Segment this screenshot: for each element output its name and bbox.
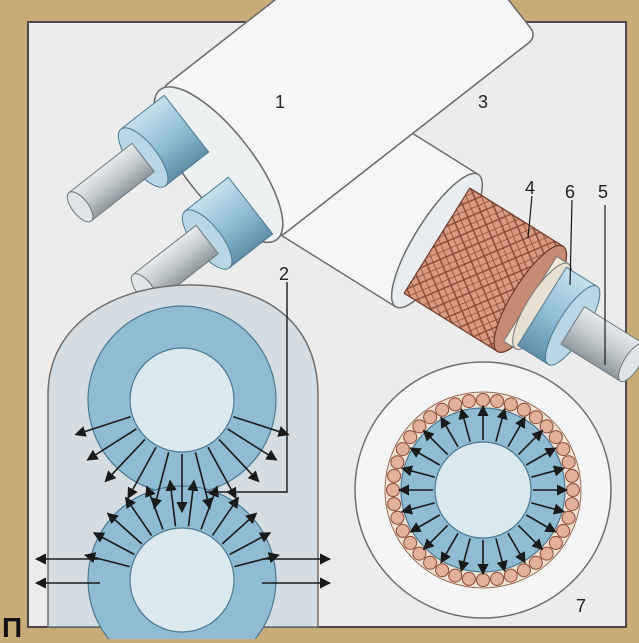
coax-section-conductor [435, 442, 531, 538]
braid-bead [549, 536, 562, 549]
braid-bead [391, 511, 404, 524]
braid-bead [565, 469, 578, 482]
label-6: 6 [565, 182, 575, 202]
braid-bead [404, 536, 417, 549]
braid-bead [562, 456, 575, 469]
section-conductor-lower [130, 528, 234, 632]
braid-bead [404, 431, 417, 444]
braid-bead [387, 484, 400, 497]
braid-bead [565, 498, 578, 511]
braid-bead [424, 411, 437, 424]
braid-bead [396, 524, 409, 537]
braid-bead [557, 524, 570, 537]
braid-bead [436, 403, 449, 416]
braid-bead [529, 556, 542, 569]
label-4: 4 [525, 178, 535, 198]
braid-bead [549, 431, 562, 444]
twin-lead-cross-section [36, 282, 330, 639]
braid-bead [436, 564, 449, 577]
label-7: 7 [576, 596, 586, 616]
corner-mark: П [2, 614, 22, 642]
label-5: 5 [598, 182, 608, 202]
braid-bead [391, 456, 404, 469]
coax-cross-section [355, 362, 611, 618]
braid-bead [462, 395, 475, 408]
braid-bead [477, 394, 490, 407]
label-1: 1 [275, 92, 285, 112]
braid-bead [449, 569, 462, 582]
braid-bead [491, 395, 504, 408]
braid-bead [491, 572, 504, 585]
braid-bead [567, 484, 580, 497]
label-3: 3 [478, 92, 488, 112]
label-2: 2 [279, 264, 289, 284]
braid-bead [477, 574, 490, 587]
braid-bead [396, 443, 409, 456]
braid-bead [388, 498, 401, 511]
braid-bead [557, 443, 570, 456]
braid-bead [529, 411, 542, 424]
braid-bead [449, 398, 462, 411]
braid-bead [517, 564, 530, 577]
braid-bead [504, 398, 517, 411]
section-conductor-upper [130, 348, 234, 452]
braid-bead [504, 569, 517, 582]
braid-bead [388, 469, 401, 482]
braid-bead [462, 572, 475, 585]
braid-bead [424, 556, 437, 569]
braid-bead [517, 403, 530, 416]
braid-bead [562, 511, 575, 524]
